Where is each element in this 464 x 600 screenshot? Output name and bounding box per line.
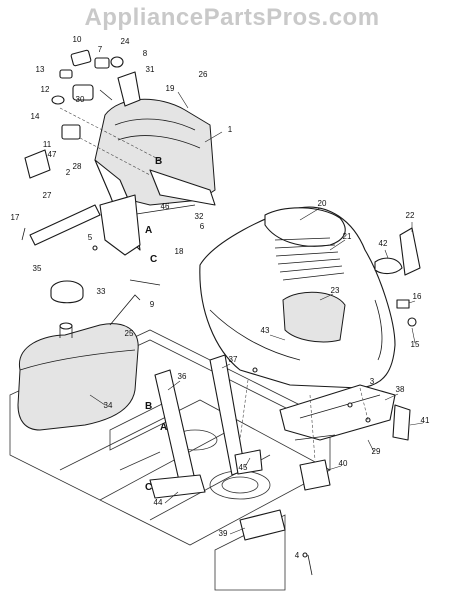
callout-leader-45 — [244, 457, 251, 468]
reference-letter-a-4: A — [160, 422, 167, 433]
callout-1: 1 — [228, 125, 233, 134]
callout-7: 7 — [98, 45, 103, 54]
callout-5: 5 — [88, 233, 93, 242]
callout-leader-29 — [367, 439, 375, 453]
callout-20: 20 — [318, 199, 327, 208]
reference-letter-a-1: A — [145, 225, 152, 236]
callout-42: 42 — [379, 239, 388, 248]
callout-11: 11 — [43, 140, 52, 149]
callout-2: 2 — [66, 168, 71, 177]
lower-panel — [99, 194, 141, 256]
fuel-tank — [17, 322, 139, 431]
callout-47: 47 — [48, 150, 57, 159]
reference-letter-b-3: B — [145, 401, 152, 412]
callout-6: 6 — [200, 222, 205, 231]
watermark-text: AppliancePartsPros.com — [84, 4, 380, 31]
callout-34: 34 — [104, 401, 113, 410]
callout-26: 26 — [199, 70, 208, 79]
hood — [199, 206, 396, 389]
callout-leader-20 — [299, 207, 321, 221]
callout-19: 19 — [166, 84, 175, 93]
callout-leader-21 — [329, 239, 346, 251]
callout-31: 31 — [146, 65, 155, 74]
callout-leader-19 — [177, 91, 189, 109]
callout-30: 30 — [76, 95, 85, 104]
callout-leader-43 — [269, 334, 286, 341]
callout-36: 36 — [178, 372, 187, 381]
callout-24: 24 — [121, 37, 130, 46]
callout-13: 13 — [36, 65, 45, 74]
callout-leader-23 — [319, 293, 334, 301]
guide-lines — [59, 107, 369, 461]
callout-37: 37 — [229, 355, 238, 364]
callout-14: 14 — [31, 112, 40, 121]
callout-9: 9 — [150, 300, 155, 309]
callout-10: 10 — [73, 35, 82, 44]
callout-3: 3 — [370, 377, 375, 386]
callout-33: 33 — [97, 287, 106, 296]
callout-27: 27 — [43, 191, 52, 200]
callout-32: 32 — [195, 212, 204, 221]
callout-leader-41 — [409, 422, 424, 426]
callout-23: 23 — [331, 286, 340, 295]
callout-44: 44 — [154, 498, 163, 507]
callout-45: 45 — [239, 463, 248, 472]
callout-38: 38 — [396, 385, 405, 394]
callout-leader-44 — [164, 491, 179, 504]
fuel-cap — [50, 280, 84, 304]
callout-17: 17 — [11, 213, 20, 222]
headlight-lens — [374, 227, 421, 276]
switch-components — [24, 49, 141, 179]
callout-leader-40 — [327, 465, 342, 471]
callout-41: 41 — [421, 416, 430, 425]
callout-22: 22 — [406, 211, 415, 220]
callout-29: 29 — [372, 447, 381, 456]
callout-25: 25 — [125, 329, 134, 338]
callout-leader-1 — [204, 131, 223, 143]
reference-letter-c-2: C — [150, 254, 157, 265]
callout-18: 18 — [175, 247, 184, 256]
callout-21: 21 — [343, 232, 352, 241]
callout-39: 39 — [219, 529, 228, 538]
side-panel — [29, 204, 101, 246]
callout-leader-42 — [384, 249, 389, 259]
callout-4: 4 — [295, 551, 300, 560]
hood-pivot-bracket — [279, 384, 411, 441]
callout-leader-38 — [384, 393, 399, 401]
callout-16: 16 — [413, 292, 422, 301]
callout-28: 28 — [73, 162, 82, 171]
callout-40: 40 — [339, 459, 348, 468]
rods-hardware — [21, 227, 371, 576]
hood-latch — [396, 299, 417, 327]
reference-letter-b-0: B — [155, 156, 162, 167]
callout-35: 35 — [33, 264, 42, 273]
callout-leader-39 — [229, 527, 246, 535]
hood-grille — [274, 237, 345, 281]
callout-15: 15 — [411, 340, 420, 349]
callout-46: 46 — [161, 202, 170, 211]
bottom-brackets — [149, 449, 331, 541]
callout-leader-37 — [221, 363, 231, 369]
callout-leader-36 — [167, 380, 181, 391]
reference-letter-c-5: C — [145, 482, 152, 493]
callout-43: 43 — [261, 326, 270, 335]
callout-12: 12 — [41, 85, 50, 94]
support-posts — [154, 354, 246, 486]
callout-leader-34 — [89, 394, 106, 406]
callout-leader-15 — [411, 327, 416, 344]
callout-8: 8 — [143, 49, 148, 58]
callout-leader-16 — [408, 300, 416, 304]
